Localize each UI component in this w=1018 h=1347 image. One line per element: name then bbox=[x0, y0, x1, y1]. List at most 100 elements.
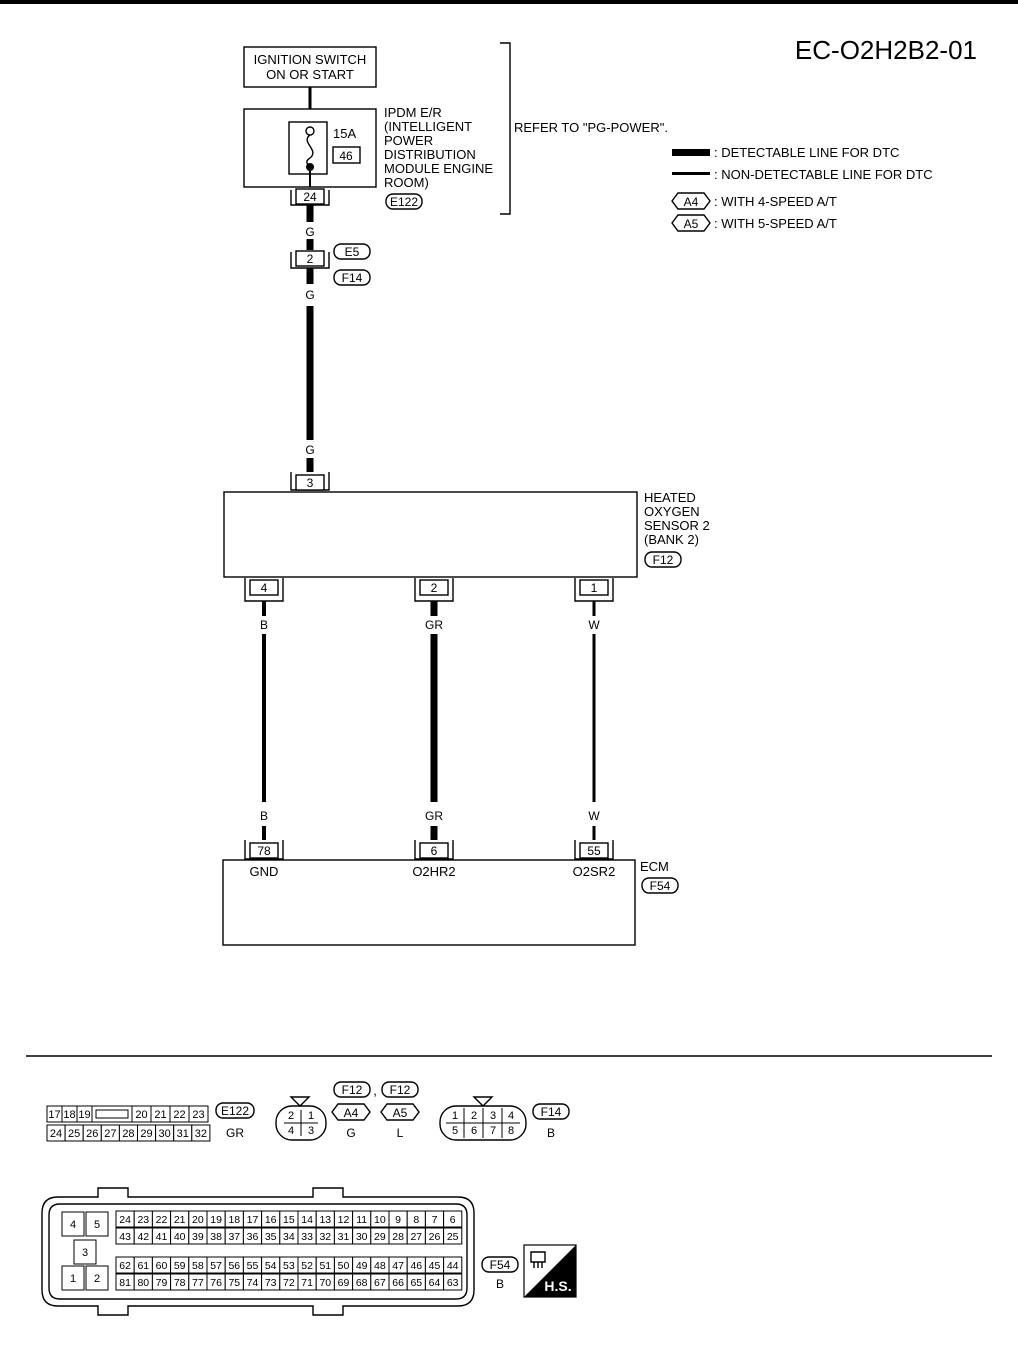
e122-pin-31: 31 bbox=[177, 1128, 189, 1140]
f54-pin-55: 55 bbox=[247, 1260, 259, 1272]
f54-pin-68: 68 bbox=[356, 1277, 368, 1289]
f54-pin-78: 78 bbox=[174, 1277, 186, 1289]
sensor-connector-tag bbox=[644, 551, 682, 568]
e122-pin-28: 28 bbox=[122, 1128, 134, 1140]
f14-pin-8: 8 bbox=[508, 1125, 514, 1137]
f12-comma: , bbox=[373, 1083, 377, 1098]
f54-pin-16: 16 bbox=[265, 1214, 277, 1226]
joint-terminal-box bbox=[295, 250, 325, 267]
f54-pin-20: 20 bbox=[192, 1214, 204, 1226]
f14-pin-2: 2 bbox=[471, 1110, 477, 1122]
f54-pin-cell bbox=[443, 1227, 463, 1245]
ecm-pin-6-box bbox=[419, 842, 449, 859]
legend-a5-text: : WITH 5-SPEED A/T bbox=[714, 216, 837, 231]
f54-pin-43: 43 bbox=[119, 1231, 131, 1243]
fuse-number-box bbox=[332, 146, 361, 164]
f54-pin-24: 24 bbox=[119, 1214, 131, 1226]
f54-pin-72: 72 bbox=[283, 1277, 295, 1289]
f12-tag-1 bbox=[333, 1081, 371, 1098]
f54-pin-15: 15 bbox=[283, 1214, 295, 1226]
f54-pin-7: 7 bbox=[432, 1214, 438, 1226]
f54-pin-48: 48 bbox=[374, 1260, 386, 1272]
wire-color-w-1: W bbox=[588, 618, 600, 632]
f12-a5-text: A5 bbox=[393, 1106, 408, 1120]
a5-tag-shape bbox=[671, 214, 711, 232]
sensor-pin-1: 1 bbox=[591, 581, 598, 595]
ecm-label-o2hr2: O2HR2 bbox=[412, 864, 455, 879]
ipdm-label-4: DISTRIBUTION bbox=[384, 147, 476, 162]
f54-pin-5-cell bbox=[85, 1211, 109, 1237]
f14-tag bbox=[532, 1103, 570, 1120]
sensor-label-4: (BANK 2) bbox=[644, 532, 699, 547]
legend-a4-tag: A4 bbox=[684, 195, 699, 209]
f14-color: B bbox=[547, 1126, 555, 1140]
f14-pin-5: 5 bbox=[452, 1125, 458, 1137]
f54-pin-29: 29 bbox=[374, 1231, 386, 1243]
f54-pin-30: 30 bbox=[356, 1231, 368, 1243]
f12-tag-2 bbox=[381, 1081, 419, 1098]
f54-tag bbox=[481, 1256, 519, 1273]
joint-conn-f14: F14 bbox=[342, 271, 363, 285]
heated-oxygen-sensor-box bbox=[223, 491, 638, 578]
e122-tag bbox=[215, 1102, 255, 1119]
f54-pin-4: 4 bbox=[70, 1219, 76, 1231]
f12-key bbox=[289, 1096, 311, 1107]
f54-pin-59: 59 bbox=[174, 1260, 186, 1272]
sensor-label-1: HEATED bbox=[644, 490, 696, 505]
ipdm-label-3: POWER bbox=[384, 133, 433, 148]
f54-pin-38: 38 bbox=[210, 1231, 222, 1243]
f54-pin-50: 50 bbox=[338, 1260, 350, 1272]
fuse-terminal-top bbox=[305, 126, 315, 136]
f54-pin-79: 79 bbox=[156, 1277, 168, 1289]
e122-blank-slot bbox=[95, 1109, 129, 1119]
ecm-connector-id: F54 bbox=[650, 879, 671, 893]
f54-pin-1-cell bbox=[61, 1265, 85, 1291]
f54-pin-cell bbox=[443, 1210, 463, 1228]
sensor-pin-2: 2 bbox=[431, 581, 438, 595]
ignition-label-1: IGNITION SWITCH bbox=[254, 52, 367, 67]
f54-pin-52: 52 bbox=[301, 1260, 313, 1272]
f54-pin-1: 1 bbox=[70, 1273, 76, 1285]
f54-pin-56: 56 bbox=[228, 1260, 240, 1272]
f54-pin-58: 58 bbox=[192, 1260, 204, 1272]
wire-color-g-3: G bbox=[305, 443, 314, 457]
f54-pin-45: 45 bbox=[429, 1260, 441, 1272]
f54-pin-41: 41 bbox=[156, 1231, 168, 1243]
ecm-pin-78-box bbox=[249, 842, 279, 859]
ecm-label-o2sr2: O2SR2 bbox=[573, 864, 616, 879]
f54-pin-69: 69 bbox=[338, 1277, 350, 1289]
e122-pin-cell bbox=[188, 1105, 209, 1123]
f54-pin-63: 63 bbox=[447, 1277, 459, 1289]
sensor-pin-4: 4 bbox=[261, 581, 268, 595]
harness-side-symbol: H.S. bbox=[523, 1244, 577, 1298]
f12-a5-tag bbox=[380, 1103, 420, 1121]
f54-pin-4-cell bbox=[61, 1211, 85, 1237]
ipdm-connector-tag bbox=[385, 193, 423, 210]
e122-color: GR bbox=[226, 1126, 244, 1140]
f54-pin-18: 18 bbox=[228, 1214, 240, 1226]
f54-pin-8: 8 bbox=[413, 1214, 419, 1226]
f54-pin-6: 6 bbox=[450, 1214, 456, 1226]
f54-pin-17: 17 bbox=[247, 1214, 259, 1226]
ipdm-terminal-box bbox=[295, 188, 325, 205]
ignition-label-2: ON OR START bbox=[266, 67, 354, 82]
f54-pin-61: 61 bbox=[137, 1260, 149, 1272]
f54-pin-34: 34 bbox=[283, 1231, 295, 1243]
ecm-pin-78-bracket bbox=[244, 840, 284, 860]
sensor-label-2: OXYGEN bbox=[644, 504, 700, 519]
sensor-label-3: SENSOR 2 bbox=[644, 518, 710, 533]
ipdm-connector-id: E122 bbox=[390, 195, 418, 209]
f14-pin-3: 3 bbox=[490, 1110, 496, 1122]
wire-color-b-2: B bbox=[260, 809, 268, 823]
f14-pin-7: 7 bbox=[490, 1125, 496, 1137]
f54-pin-cell bbox=[443, 1273, 463, 1291]
f54-pin-2-cell bbox=[85, 1265, 109, 1291]
e122-pin-29: 29 bbox=[140, 1128, 152, 1140]
f54-pin-13: 13 bbox=[319, 1214, 331, 1226]
e122-pin-21: 21 bbox=[154, 1109, 166, 1121]
f54-pin-62: 62 bbox=[119, 1260, 131, 1272]
e122-pin-23: 23 bbox=[192, 1109, 204, 1121]
f54-pin-51: 51 bbox=[319, 1260, 331, 1272]
